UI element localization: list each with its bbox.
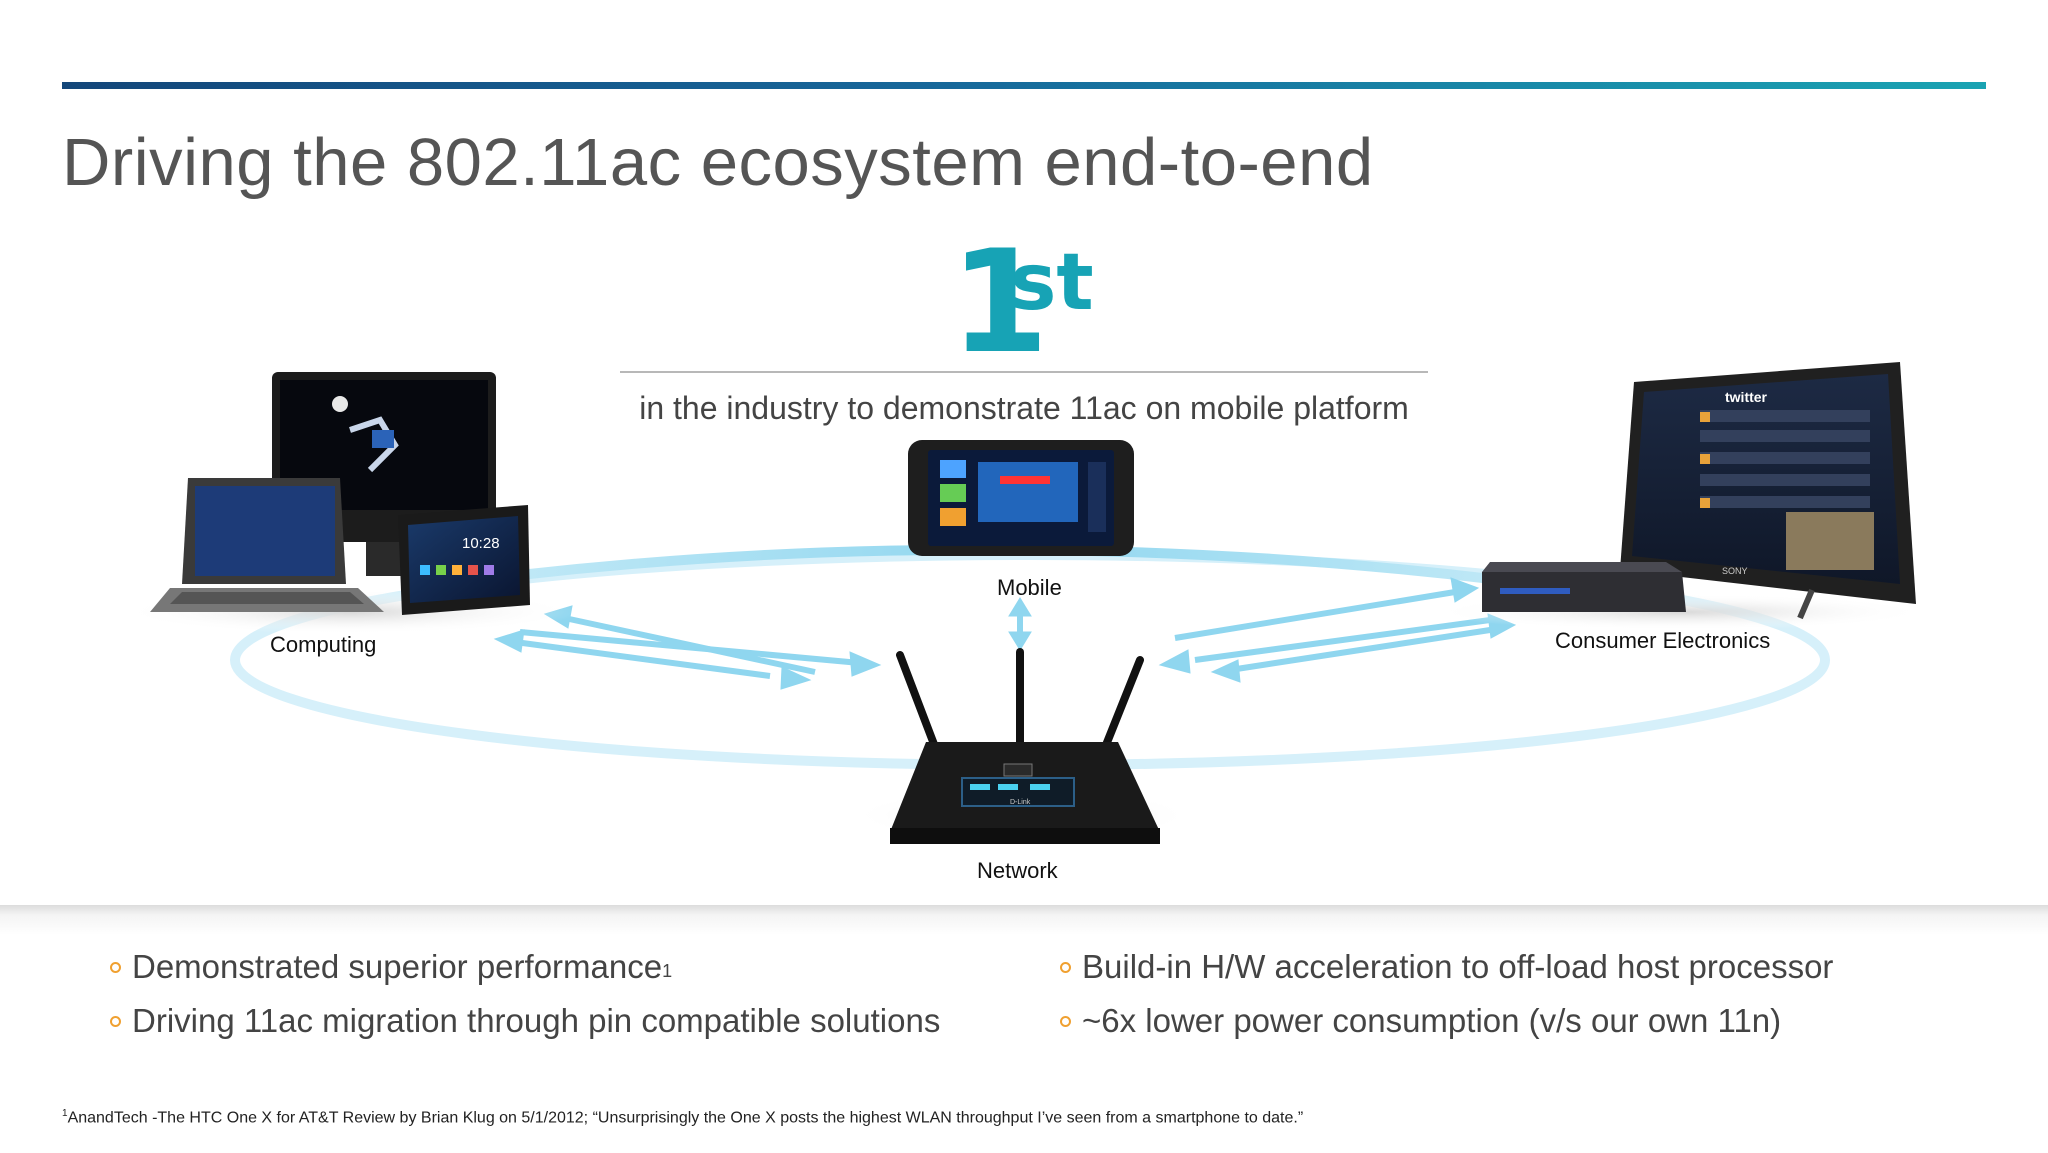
label-mobile: Mobile [997, 575, 1062, 600]
ecosystem-diagram: 10:28 twitter SONY [120, 362, 1930, 844]
slide-title: Driving the 802.11ac ecosystem end-to-en… [62, 125, 1374, 200]
highlight-divider [620, 371, 1428, 373]
arrows-network-consumer [1158, 577, 1517, 683]
bullet-item: Build-in H/W acceleration to off-load ho… [1060, 940, 1833, 994]
bullet-dot-icon [110, 962, 121, 973]
tv-brand: SONY [1722, 566, 1748, 576]
consumer-electronics-devices: twitter SONY [1430, 362, 1930, 630]
mobile-device [908, 440, 1134, 556]
highlight-caption: in the industry to demonstrate 11ac on m… [639, 390, 1409, 426]
tablet-clock: 10:28 [462, 535, 500, 552]
tv-app-name: twitter [1725, 389, 1768, 405]
highlight-number: 1 [950, 220, 1049, 385]
bullet-text: Driving 11ac migration through pin compa… [132, 1002, 941, 1039]
router-device: D-Link [852, 648, 1192, 844]
lower-panel [0, 905, 2048, 1153]
footnote: 1AnandTech -The HTC One X for AT&T Revie… [62, 1108, 1303, 1127]
computing-devices: 10:28 [120, 372, 580, 634]
bullet-dot-icon [110, 1016, 121, 1027]
bullet-text: Build-in H/W acceleration to off-load ho… [1082, 948, 1834, 985]
bullet-item: Demonstrated superior performance1 [110, 940, 940, 994]
bullet-text: ~6x lower power consumption (v/s our own… [1082, 1002, 1782, 1039]
bullet-item: ~6x lower power consumption (v/s our own… [1060, 994, 1833, 1048]
footnote-marker: 1 [62, 1108, 68, 1119]
footnote-ref: 1 [662, 961, 673, 981]
footnote-text: AnandTech -The HTC One X for AT&T Review… [67, 1109, 1304, 1127]
label-consumer-electronics: Consumer Electronics [1555, 628, 1771, 653]
label-computing: Computing [270, 632, 377, 657]
header-accent-bar [62, 82, 1986, 89]
label-network: Network [977, 858, 1058, 883]
bullet-text: Demonstrated superior performance [132, 948, 663, 985]
bullet-dot-icon [1060, 1016, 1071, 1027]
arrow-mobile-network [1008, 597, 1032, 651]
highlight-suffix: st [1010, 238, 1094, 328]
bullet-dot-icon [1060, 962, 1071, 973]
bullet-item: Driving 11ac migration through pin compa… [110, 994, 940, 1048]
router-brand: D-Link [1010, 799, 1031, 806]
arrows-computing-network [493, 605, 882, 690]
bullet-list-right: Build-in H/W acceleration to off-load ho… [1060, 940, 1833, 1048]
bullet-list-left: Demonstrated superior performance1 Drivi… [110, 940, 940, 1048]
first-highlight: 1 st [950, 232, 1150, 374]
